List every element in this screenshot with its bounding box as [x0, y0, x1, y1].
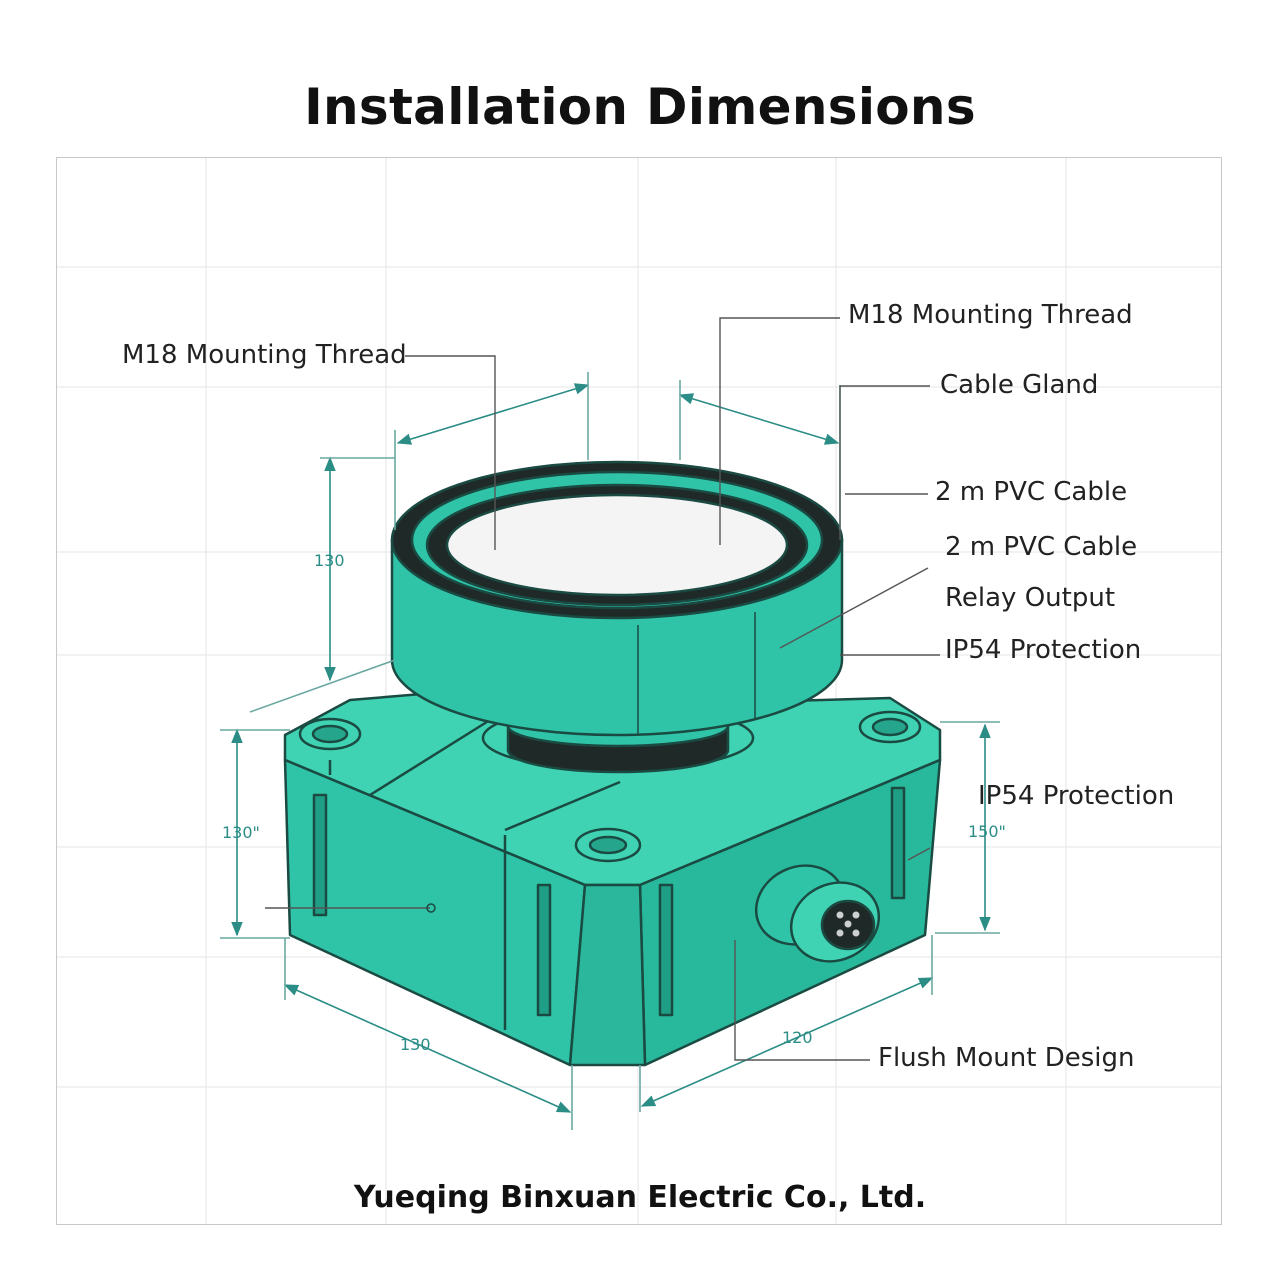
callout-thread-right: M18 Mounting Thread — [848, 300, 1133, 330]
mounting-holes — [298, 710, 922, 863]
sensor-head — [390, 460, 844, 737]
dimension-lines — [220, 372, 1000, 1130]
m12-connector — [754, 864, 881, 963]
drawing-frame — [56, 157, 1222, 1225]
dim-base-width-right: 120 — [782, 1028, 813, 1047]
dim-sensor-height: 130 — [314, 551, 345, 570]
callout-cable-gland: Cable Gland — [940, 370, 1099, 400]
dim-base-width-left: 130 — [400, 1035, 431, 1054]
callout-thread-left: M18 Mounting Thread — [122, 340, 407, 370]
callout-relay-output: Relay Output — [945, 583, 1116, 613]
callout-ip54-1: IP54 Protection — [945, 635, 1142, 665]
callout-flush-mount: Flush Mount Design — [878, 1043, 1135, 1073]
callout-ip54-2: IP54 Protection — [978, 781, 1175, 811]
callout-leaders — [265, 317, 940, 1061]
company-footer: Yueqing Binxuan Electric Co., Ltd. — [353, 1180, 927, 1215]
page-title: Installation Dimensions — [304, 78, 976, 136]
callout-pvc-cable-2: 2 m PVC Cable — [945, 532, 1138, 562]
dim-body-height-left: 130" — [222, 823, 260, 842]
dim-body-height-right: 150" — [968, 822, 1006, 841]
callout-pvc-cable-1: 2 m PVC Cable — [935, 477, 1128, 507]
